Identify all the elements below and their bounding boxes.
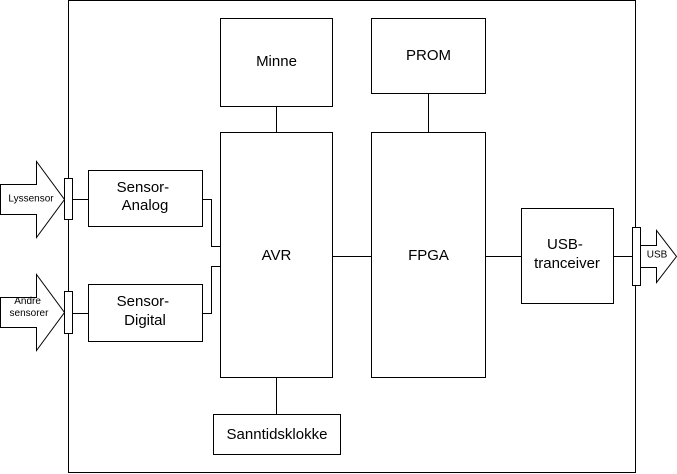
block-sensor-digital-label: Sensor- Digital — [117, 293, 174, 329]
andre-sensorer-label: Andre sensorer — [10, 296, 50, 319]
block-prom: PROM — [371, 18, 486, 94]
block-sensor-digital: Sensor- Digital — [88, 284, 203, 342]
block-sanntidsklokke-label: Sanntidsklokke — [227, 426, 328, 443]
input-arrow-andre-sensorer: Andre sensorer — [0, 272, 66, 353]
block-usb-tranceiver: USB- tranceiver — [521, 208, 614, 304]
andre-sensorer-line1: Andre — [14, 296, 41, 307]
block-sanntidsklokke: Sanntidsklokke — [213, 414, 341, 455]
block-sensor-digital-line1: Sensor- — [117, 293, 170, 310]
block-minne: Minne — [220, 18, 333, 107]
input-arrow-lyssensor: Lyssensor — [0, 159, 66, 240]
block-prom-label: PROM — [406, 47, 451, 64]
wire-digital-avr — [203, 266, 220, 314]
block-minne-label: Minne — [256, 53, 297, 70]
connections — [73, 94, 632, 414]
block-usb-tranceiver-line2: tranceiver — [534, 255, 600, 272]
block-sensor-analog-line2: Analog — [122, 197, 169, 214]
block-sensor-analog-label: Sensor- Analog — [117, 179, 174, 214]
block-usb-tranceiver-line1: USB- — [547, 236, 583, 253]
block-fpga: FPGA — [371, 132, 486, 378]
lyssensor-label: Lyssensor — [8, 194, 54, 205]
block-sensor-analog: Sensor- Analog — [88, 170, 203, 227]
block-avr: AVR — [220, 132, 333, 378]
port-andre-sensorer — [64, 291, 73, 334]
block-avr-label: AVR — [262, 247, 292, 264]
block-sensor-analog-line1: Sensor- — [117, 179, 170, 196]
andre-sensorer-line2: sensorer — [10, 308, 50, 319]
block-sensor-digital-line2: Digital — [124, 312, 166, 329]
usb-label: USB — [647, 250, 668, 261]
output-arrow-usb: USB — [640, 229, 677, 284]
port-lyssensor — [64, 178, 73, 220]
port-usb — [632, 227, 641, 286]
block-fpga-label: FPGA — [408, 247, 449, 264]
wire-analog-avr — [203, 199, 220, 247]
block-usb-tranceiver-label: USB- tranceiver — [534, 236, 600, 272]
